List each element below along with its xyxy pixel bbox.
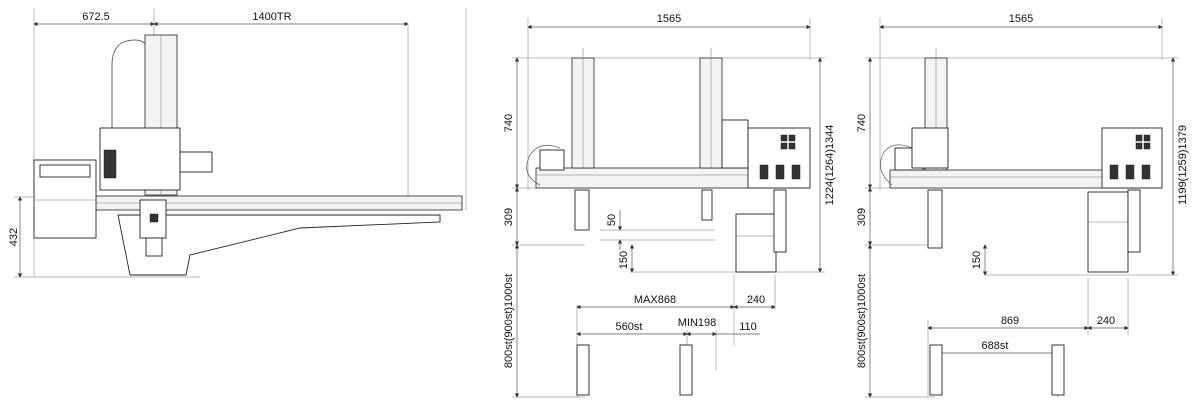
dim-688st: 688st <box>982 340 1009 352</box>
dim-240-a: 240 <box>747 294 765 306</box>
dim-right-b: 1199(1259)1379 <box>1177 125 1189 205</box>
dim-right-a: 1224(1264)1344 <box>824 125 836 206</box>
dim-740-b: 740 <box>856 114 868 132</box>
dim-50-a: 50 <box>606 214 618 226</box>
side-view: 672.5 1400TR 432 <box>8 8 467 278</box>
dim-150-b: 150 <box>971 251 983 269</box>
dim-309-b: 309 <box>856 208 868 226</box>
dim-150-a: 150 <box>618 251 630 269</box>
dim-432: 432 <box>8 228 20 246</box>
front-b-pedestal <box>1087 191 1129 273</box>
dim-min198: MIN198 <box>678 317 717 329</box>
side-base <box>117 214 441 276</box>
dim-stroke-b: 800st(900st)1000st <box>856 274 868 368</box>
dim-672: 672.5 <box>82 11 110 23</box>
dim-309-a: 309 <box>503 208 515 226</box>
dim-110: 110 <box>739 321 757 333</box>
dim-1400tr: 1400TR <box>252 11 291 23</box>
dim-stroke-a: 800st(900st)1000st <box>503 274 515 368</box>
front-view-b: 1565 740 309 800st(900st)1000st 1199(125… <box>856 13 1189 398</box>
dim-1565-b: 1565 <box>1009 13 1033 25</box>
dim-869: 869 <box>1001 315 1019 327</box>
front-view-a: 1565 740 309 800st(900st)1000st 1224(126… <box>503 13 836 398</box>
dim-1565-a: 1565 <box>657 13 681 25</box>
dim-740-a: 740 <box>503 114 515 132</box>
dim-max868: MAX868 <box>634 294 676 306</box>
front-a-pedestal <box>735 213 777 273</box>
dim-240-b: 240 <box>1097 315 1115 327</box>
dim-560st: 560st <box>616 321 643 333</box>
